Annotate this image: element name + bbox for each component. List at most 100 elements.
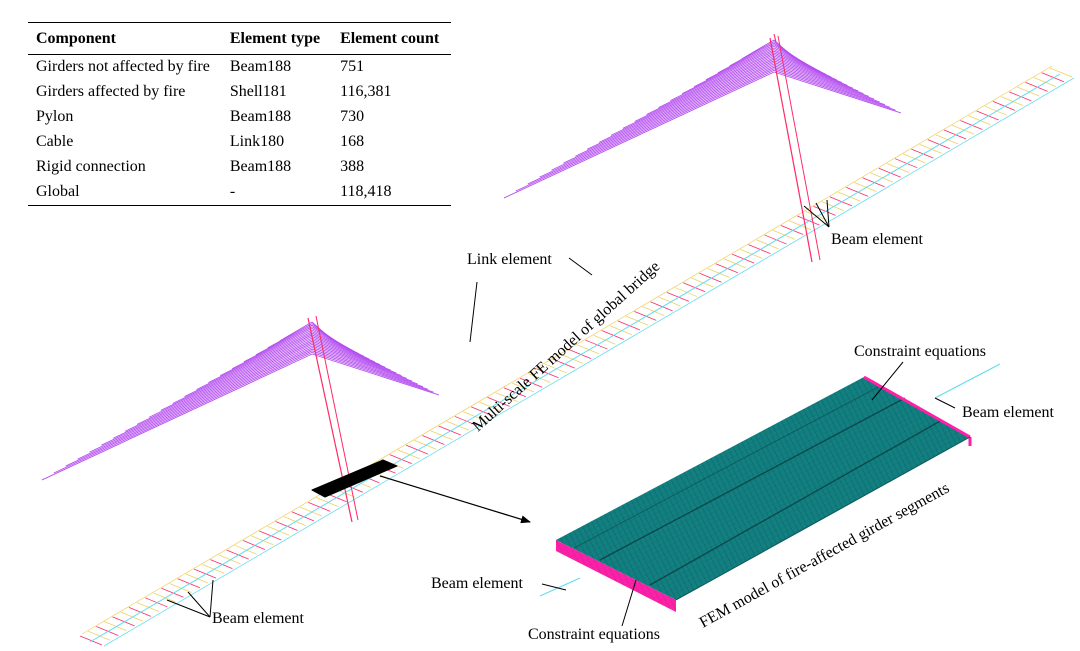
- table-row: Global - 118,418: [28, 180, 451, 206]
- stay-cable: [773, 61, 869, 97]
- table-cell: 168: [340, 133, 365, 150]
- deck-element: [748, 244, 771, 254]
- deck-element: [1033, 77, 1056, 87]
- cable-fan-left: [41, 321, 440, 481]
- stay-cable: [681, 47, 775, 95]
- component-table: Component Element type Element count Gir…: [28, 22, 452, 206]
- stay-cable: [311, 351, 434, 393]
- deck-centerline: [89, 73, 1061, 643]
- column-header: Component: [28, 22, 222, 55]
- stay-cable: [311, 342, 402, 377]
- stay-cable: [586, 60, 775, 150]
- stay-cable: [670, 49, 775, 102]
- deck-element: [601, 330, 624, 340]
- deck-element: [446, 420, 469, 431]
- deck-element: [471, 406, 494, 417]
- deck-element: [299, 506, 323, 517]
- deck-element: [528, 373, 551, 383]
- stay-cable: [255, 324, 313, 356]
- stay-cable: [311, 339, 391, 371]
- stay-cable: [773, 49, 827, 75]
- stay-cable: [717, 42, 775, 74]
- stay-cable: [311, 334, 375, 363]
- deck-element: [919, 143, 942, 154]
- constraint-equations-label-bottom: Constraint equations: [528, 626, 660, 643]
- leader-lines: [166, 199, 956, 627]
- deck-element: [193, 568, 217, 579]
- stay-cable: [41, 353, 313, 481]
- stay-cable: [773, 50, 832, 78]
- table-cell: 751: [340, 58, 365, 75]
- deck-edge: [81, 65, 1053, 635]
- deck-element: [316, 497, 339, 507]
- deck-element: [894, 158, 918, 169]
- table-cell: Shell181: [229, 83, 287, 100]
- deck-element: [544, 363, 567, 374]
- deck-element: [1041, 72, 1065, 83]
- stay-cable: [773, 53, 843, 84]
- table-cell: -: [229, 183, 236, 200]
- deck-element: [731, 253, 755, 264]
- stay-cable: [172, 335, 313, 404]
- stay-cable: [705, 44, 775, 81]
- deck-element: [617, 320, 641, 331]
- stay-cable: [773, 63, 875, 100]
- stay-cable: [311, 337, 386, 368]
- deck-element: [992, 101, 1016, 111]
- deck-element: [960, 120, 983, 130]
- deck-element: [911, 148, 934, 159]
- column-header: Element count: [332, 22, 452, 55]
- deck-element: [308, 501, 331, 512]
- deck-element: [715, 263, 738, 274]
- deck-element: [454, 416, 478, 426]
- deck-element: [772, 229, 796, 240]
- deck-element: [846, 186, 869, 197]
- stay-cable: [773, 58, 859, 92]
- deck-element: [291, 511, 315, 522]
- deck-element: [552, 358, 575, 369]
- stay-cable: [208, 331, 313, 384]
- deck-element: [234, 544, 258, 555]
- table-row: Girders affected by fire Shell181 116,38…: [28, 80, 451, 105]
- stay-cable: [693, 45, 775, 88]
- stay-cable: [773, 65, 880, 103]
- table-cell: Cable: [36, 133, 74, 150]
- deck-element: [462, 411, 486, 422]
- stay-cable: [160, 337, 313, 411]
- table-header-row: Component Element type Element count: [28, 22, 452, 55]
- deck-element: [495, 392, 518, 402]
- deck-element: [87, 630, 111, 641]
- deck-element: [430, 430, 453, 441]
- stay-cable: [527, 68, 775, 185]
- deck-element: [821, 201, 844, 212]
- fire-segment-highlight: [311, 459, 398, 498]
- stay-cable: [598, 58, 775, 143]
- deck-element: [740, 249, 763, 259]
- deck-element: [585, 339, 608, 350]
- deck-element: [789, 220, 812, 231]
- deck-element: [1009, 91, 1032, 102]
- stay-cable: [267, 323, 313, 349]
- zoom-arrow: [379, 475, 531, 524]
- deck-element: [210, 559, 233, 570]
- deck-element: [79, 635, 103, 646]
- deck-element: [764, 234, 787, 245]
- deck-element: [275, 521, 298, 531]
- table-cell: 118,418: [340, 183, 392, 200]
- deck-element: [96, 626, 119, 636]
- deck-element: [202, 564, 225, 574]
- deck-element: [405, 444, 429, 455]
- stay-cable: [311, 347, 418, 385]
- deck-element: [854, 182, 877, 192]
- deck-element: [943, 129, 967, 140]
- deck-element: [976, 110, 999, 121]
- deck-element: [120, 611, 143, 622]
- deck-element: [658, 296, 681, 307]
- deck-element: [487, 396, 510, 407]
- deck-element: [511, 382, 535, 393]
- stay-cable: [311, 335, 381, 366]
- deck-element: [177, 578, 200, 589]
- deck-element: [136, 602, 160, 612]
- table-row: Pylon Beam188 730: [28, 105, 451, 130]
- deck-element: [927, 139, 950, 149]
